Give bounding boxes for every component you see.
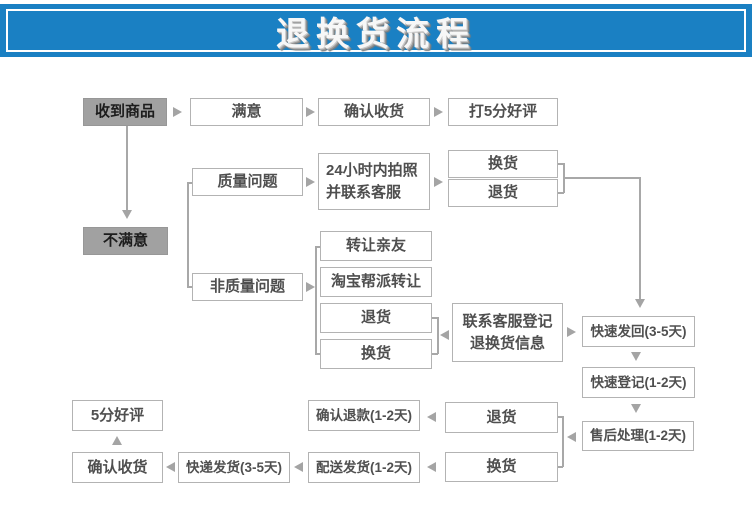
connector-line: [315, 353, 320, 355]
connector-line: [432, 353, 438, 355]
node-exchange-top: 换货: [448, 150, 558, 178]
node-return-top: 退货: [448, 179, 558, 207]
arrow-up-icon: [112, 436, 122, 445]
arrow-down-icon: [631, 404, 641, 413]
node-satisfied: 满意: [190, 98, 303, 126]
node-fast-register: 快速登记(1-2天): [582, 367, 695, 398]
node-confirm-refund: 确认退款(1-2天): [308, 400, 420, 431]
connector-line: [187, 182, 192, 184]
banner-inner-border: [6, 9, 746, 52]
arrow-left-icon: [440, 330, 449, 340]
node-transfer-to-friends: 转让亲友: [320, 231, 432, 261]
connector-line: [558, 163, 564, 165]
arrow-right-icon: [306, 282, 315, 292]
node-dispatch-delivery: 配送发货(1-2天): [308, 452, 420, 483]
connector-line: [187, 182, 189, 287]
arrow-left-icon: [427, 462, 436, 472]
arrow-left-icon: [427, 412, 436, 422]
arrow-down-icon: [631, 352, 641, 361]
node-exchange-mid: 换货: [320, 339, 432, 369]
connector-line: [639, 177, 641, 300]
connector-line: [432, 317, 438, 319]
node-return-mid: 退货: [320, 303, 432, 333]
node-after-sales-processing: 售后处理(1-2天): [582, 421, 694, 451]
node-confirm-receipt-top: 确认收货: [318, 98, 430, 126]
node-fast-send-back: 快速发回(3-5天): [582, 316, 695, 347]
node-exchange-bottom: 换货: [445, 452, 558, 482]
connector-line: [562, 416, 564, 467]
node-non-quality-issue: 非质量问题: [192, 273, 303, 301]
arrow-right-icon: [173, 107, 182, 117]
connector-line: [558, 192, 564, 194]
node-received-goods: 收到商品: [83, 98, 167, 126]
node-confirm-receipt-bottom: 确认收货: [72, 452, 163, 483]
node-express-delivery: 快递发货(3-5天): [178, 452, 290, 483]
page-title: 退换货流程: [276, 14, 476, 52]
node-return-bottom: 退货: [445, 402, 558, 433]
arrow-right-icon: [306, 107, 315, 117]
arrow-left-icon: [567, 432, 576, 442]
arrow-left-icon: [166, 462, 175, 472]
arrow-right-icon: [306, 177, 315, 187]
node-24h-photo-contact-cs: 24小时内拍照 并联系客服: [318, 153, 430, 210]
connector-line: [187, 286, 192, 288]
connector-line: [315, 246, 317, 354]
arrow-right-icon: [434, 177, 443, 187]
node-quality-issue: 质量问题: [192, 168, 303, 196]
connector-line: [126, 126, 128, 211]
connector-line: [563, 177, 640, 179]
arrow-down-icon: [635, 299, 645, 308]
title-banner: 退换货流程: [0, 4, 752, 57]
node-unsatisfied: 不满意: [83, 227, 168, 255]
node-taobao-group-transfer: 淘宝帮派转让: [320, 267, 432, 297]
node-rate-5-stars: 打5分好评: [448, 98, 558, 126]
arrow-down-icon: [122, 210, 132, 219]
arrow-right-icon: [434, 107, 443, 117]
node-five-star-rating: 5分好评: [72, 400, 163, 431]
connector-line: [315, 246, 320, 248]
connector-line: [557, 416, 563, 418]
connector-line: [437, 317, 439, 354]
arrow-right-icon: [567, 327, 576, 337]
connector-line: [557, 466, 563, 468]
node-contact-cs-register: 联系客服登记 退换货信息: [452, 303, 563, 362]
arrow-left-icon: [294, 462, 303, 472]
